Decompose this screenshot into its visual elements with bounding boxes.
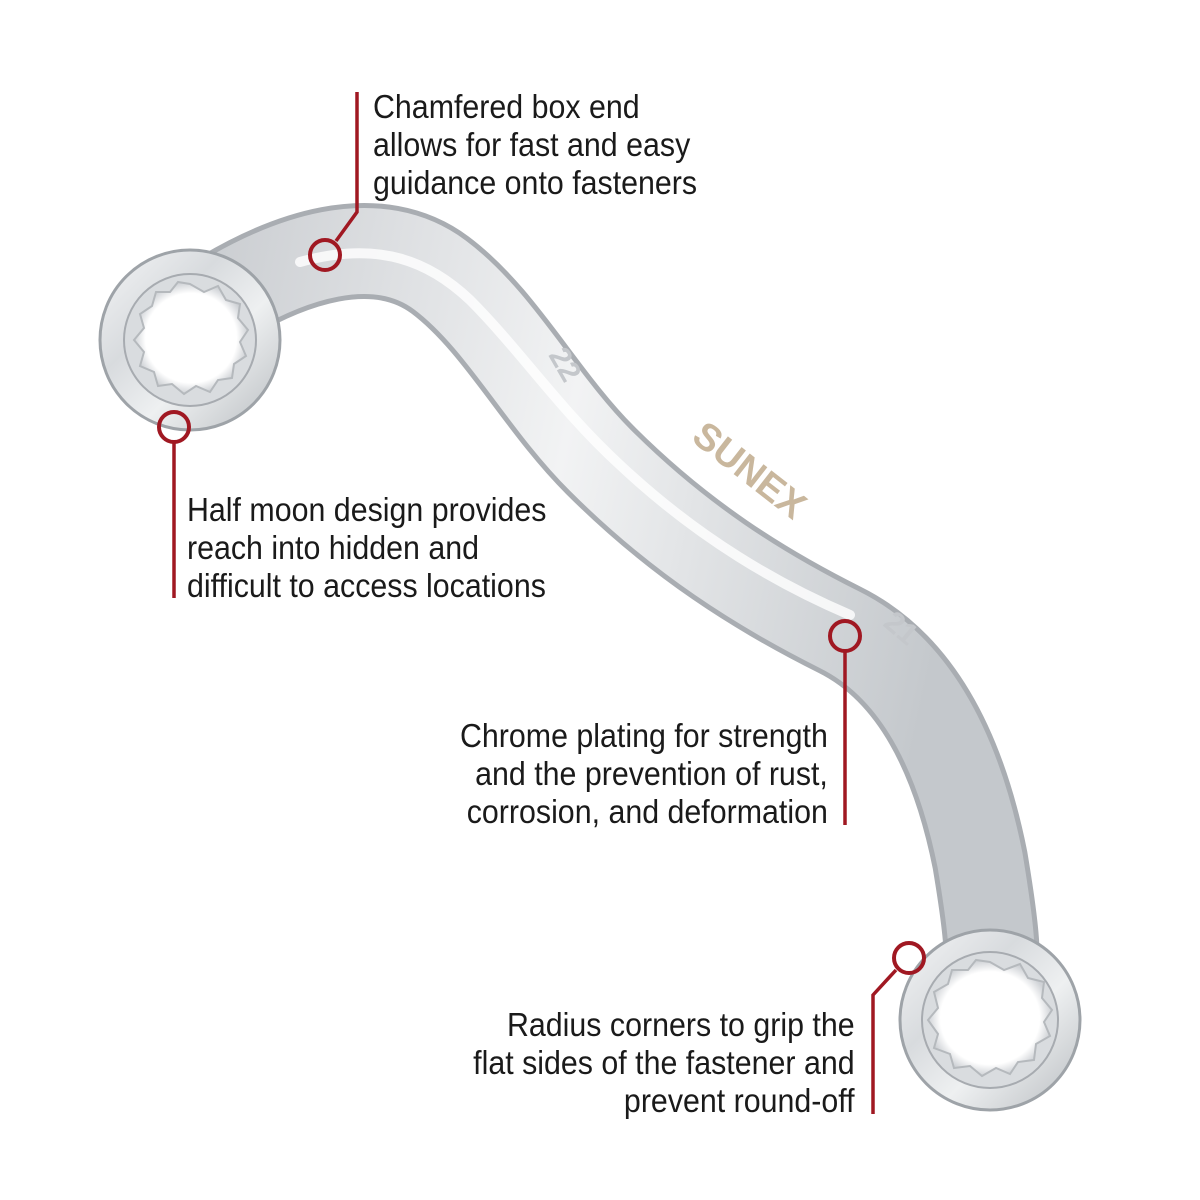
- callout-line-text: Chrome plating for strength: [460, 717, 828, 754]
- lower-box-end: [898, 928, 1082, 1112]
- callout-radius-corners: Radius corners to grip the flat sides of…: [474, 1006, 855, 1120]
- callout-line-text: flat sides of the fastener and: [473, 1044, 855, 1081]
- twelve-point-opening: [132, 280, 250, 396]
- upper-box-end: [98, 248, 282, 432]
- wrench-body: [142, 203, 1040, 1038]
- callout-half-moon-design: Half moon design provides reach into hid…: [187, 491, 546, 605]
- callout-chrome-plating: Chrome plating for strength and the prev…: [460, 717, 828, 831]
- callout-line-4: [871, 968, 898, 1114]
- callout-marker-1: [308, 238, 342, 272]
- callout-chamfered-box-end: Chamfered box end allows for fast and ea…: [373, 88, 697, 202]
- callout-line-text: Radius corners to grip the: [507, 1006, 855, 1043]
- callout-marker-4: [892, 941, 926, 975]
- callout-marker-3: [828, 619, 862, 653]
- callout-line-text: difficult to access locations: [187, 567, 546, 604]
- callout-line-text: reach into hidden and: [187, 529, 480, 566]
- callout-line-text: Chamfered box end: [373, 88, 640, 125]
- callout-line-text: and the prevention of rust,: [475, 755, 828, 792]
- callout-markers: [157, 238, 926, 975]
- callout-line-text: Half moon design provides: [187, 491, 547, 528]
- callout-line-text: prevent round-off: [624, 1082, 855, 1119]
- twelve-point-opening-lower: [926, 958, 1054, 1078]
- callout-marker-2: [157, 410, 191, 444]
- callout-line-text: guidance onto fasteners: [373, 164, 698, 201]
- callout-lines: [172, 92, 898, 1114]
- callout-line-1: [334, 92, 359, 243]
- callout-line-text: allows for fast and easy: [373, 126, 691, 163]
- callout-line-text: corrosion, and deformation: [466, 793, 828, 830]
